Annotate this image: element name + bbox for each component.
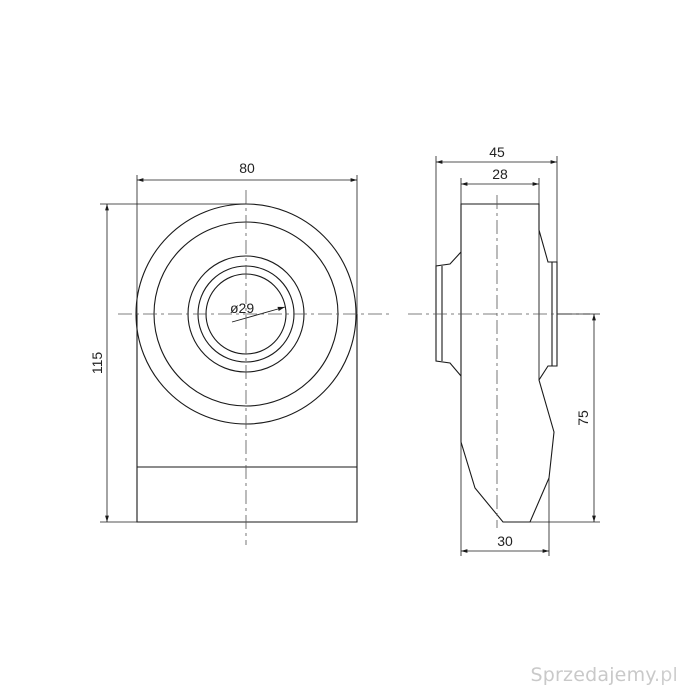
bore-diameter-leader <box>231 306 286 323</box>
watermark: Sprzedajemy.pl <box>531 664 679 686</box>
front-center-lines <box>118 190 390 545</box>
dim-side-inner-width: 28 <box>492 166 508 182</box>
watermark-text: Sprzedajemy <box>530 664 655 686</box>
side-center-lines <box>408 195 590 528</box>
dim-front-width: 80 <box>239 160 255 176</box>
watermark-tld: .pl <box>654 664 678 686</box>
dim-bore-diameter: ø29 <box>230 300 254 316</box>
side-body-outline <box>460 203 558 523</box>
dim-side-bottom-width: 30 <box>497 533 513 549</box>
side-view <box>435 203 558 523</box>
front-view <box>135 203 358 523</box>
front-body-outline <box>136 314 358 523</box>
side-left-boss <box>435 251 462 377</box>
dim-side-height: 75 <box>575 410 591 426</box>
dim-side-total-width: 45 <box>489 144 505 160</box>
dim-front-height: 115 <box>89 352 105 375</box>
side-dimensions <box>435 156 600 556</box>
front-dimensions <box>100 175 358 523</box>
